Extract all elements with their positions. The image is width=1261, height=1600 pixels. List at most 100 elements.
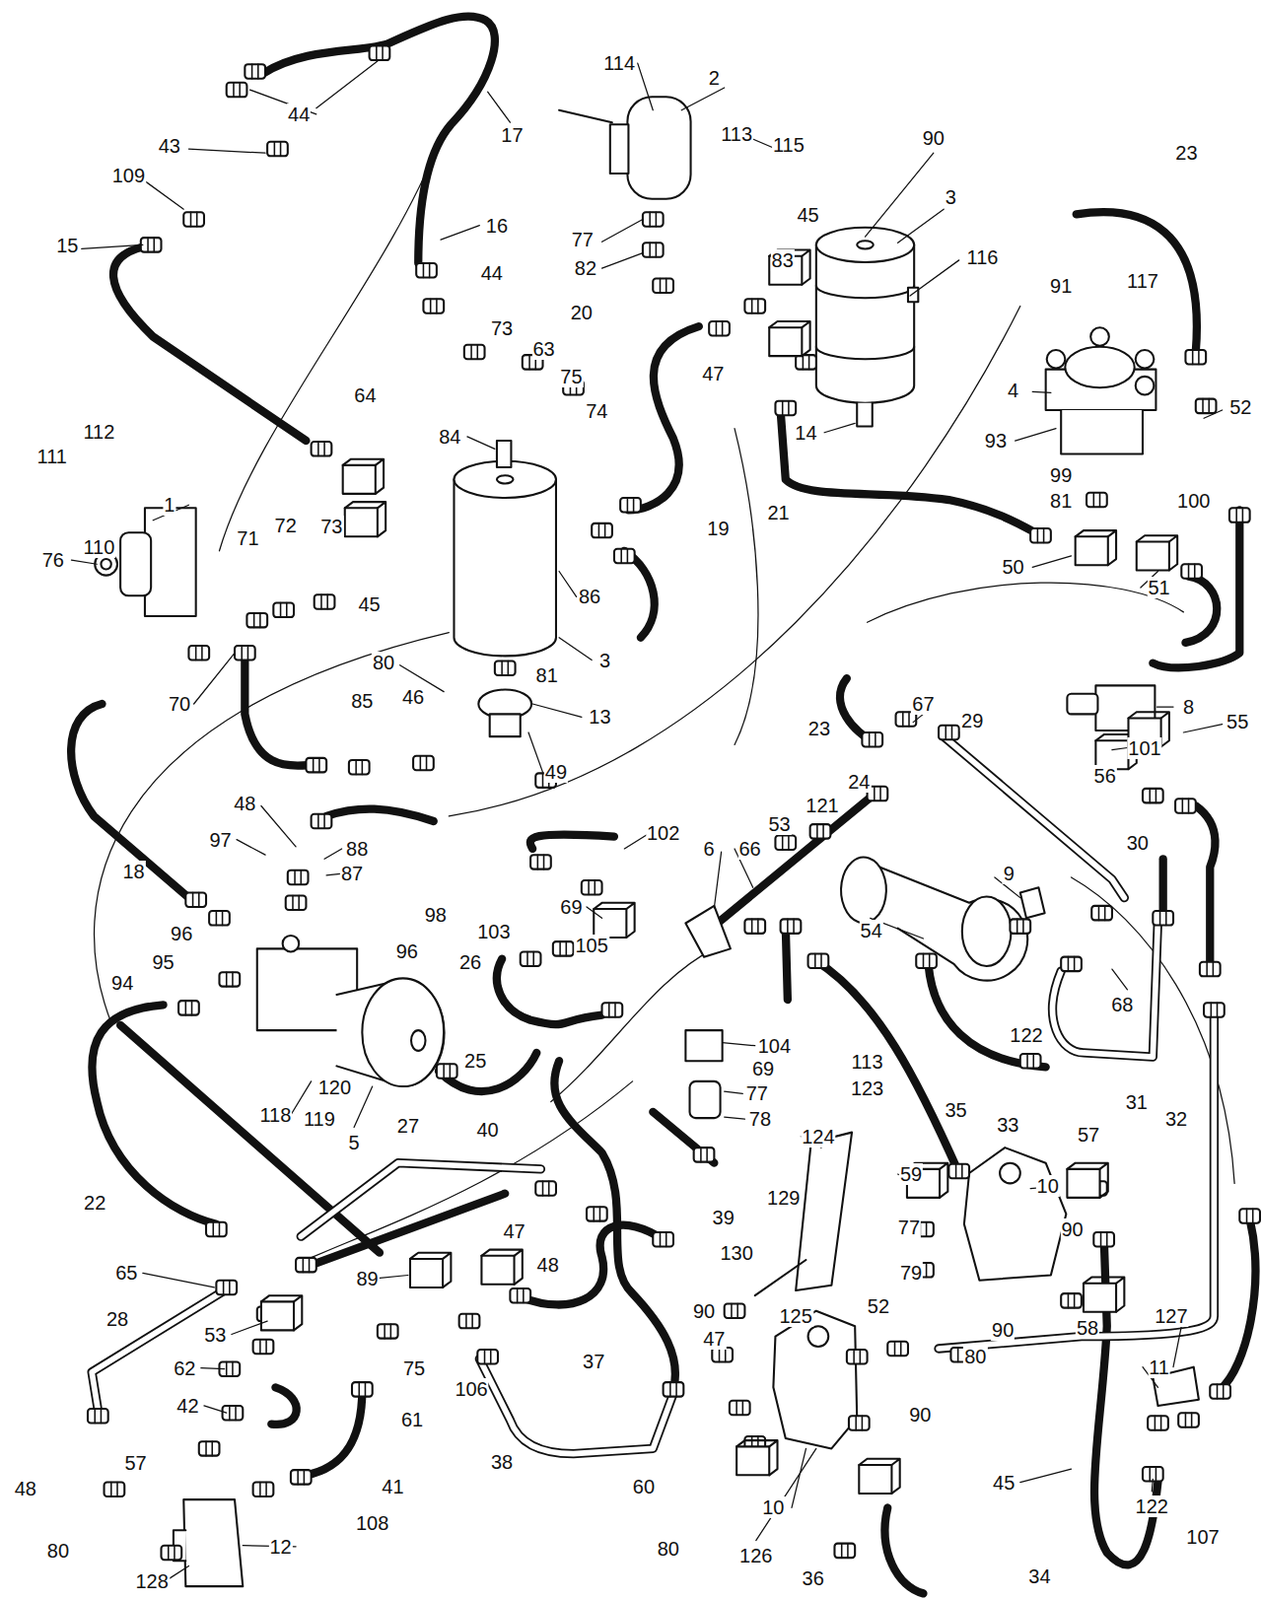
callout-number: 99 [1049,464,1073,487]
callout-number: 55 [1225,710,1250,733]
callout-number: 66 [737,838,762,860]
callout-number: 89 [354,1267,379,1290]
callout-number: 75 [559,365,583,388]
callout-number: 90 [908,1403,932,1426]
callout-number: 79 [899,1261,923,1284]
callout-number: 27 [396,1115,421,1137]
callout-number: 52 [1228,396,1253,419]
callout-number: 34 [1027,1565,1051,1588]
callout-number: 128 [134,1570,169,1593]
callout-number: 51 [1146,576,1171,599]
callout-number: 113 [850,1050,885,1073]
callout-number: 98 [423,904,448,926]
callout-number: 70 [167,693,192,715]
callout-number: 46 [401,686,425,708]
callout-number: 54 [859,919,884,942]
callout-number: 29 [960,709,984,732]
callout-number: 81 [535,664,560,687]
callout-number: 108 [354,1512,390,1535]
callout-number: 10 [1036,1175,1060,1197]
callout-number: 118 [258,1104,292,1126]
callout-number: 56 [1093,765,1118,787]
callout-number: 68 [1110,993,1134,1016]
callout-number: 91 [1049,275,1073,297]
callout-number: 28 [105,1308,130,1331]
callout-number: 64 [352,384,377,407]
callout-number: 104 [757,1035,792,1057]
callout-number: 47 [701,1328,726,1350]
callout-number: 50 [1000,556,1025,578]
callout-number: 35 [943,1099,968,1121]
callout-number: 45 [356,593,381,616]
callout-number: 38 [490,1451,514,1473]
callout-number: 15 [55,234,79,257]
callout-number: 122 [1134,1495,1170,1518]
callout-number: 83 [770,249,795,272]
callout-number: 123 [849,1077,885,1100]
callout-number: 114 [602,52,636,74]
callout-number: 47 [700,362,725,385]
callout-number: 49 [544,761,568,783]
callout-number: 71 [235,527,260,550]
callout-number: 31 [1124,1091,1149,1114]
callout-number: 93 [983,429,1008,452]
callout-number: 127 [1153,1305,1189,1328]
callout-number: 48 [536,1254,561,1276]
callout-number: 47 [501,1220,526,1243]
callout-number: 84 [437,425,462,448]
callout-number: 103 [476,920,511,943]
callout-number: 76 [41,549,66,571]
callout-number: 10 [761,1496,785,1519]
callout-number: 65 [114,1261,139,1284]
callout-number: 121 [804,794,840,817]
callout-number: 3 [598,649,612,672]
callout-number: 125 [777,1305,813,1328]
callout-number: 25 [463,1050,488,1072]
callout-number: 44 [480,262,504,284]
callout-number: 53 [203,1324,227,1346]
callout-number: 87 [340,862,364,885]
callout-number: 115 [771,134,806,156]
callout-number: 22 [82,1191,107,1214]
callout-number: 23 [807,717,832,740]
callout-number: 95 [150,951,175,974]
callout-number: 9 [1002,862,1016,885]
callout-number: 33 [995,1114,1020,1136]
callout-number: 124 [800,1125,836,1148]
callout-number: 24 [846,770,871,793]
callout-number: 90 [921,127,946,149]
callout-number: 111 [36,445,69,468]
callout-number: 39 [711,1206,736,1229]
callout-number: 130 [718,1242,754,1264]
callout-number: 119 [302,1108,337,1130]
callout-number: 52 [866,1295,891,1318]
callout-number: 6 [702,838,716,860]
callout-number: 109 [111,164,146,187]
callout-number: 126 [738,1544,773,1567]
callout-number: 48 [13,1477,38,1500]
callout-number: 74 [584,400,609,422]
callout-number: 80 [963,1345,987,1368]
callout-number: 26 [458,951,483,974]
callout-number: 75 [402,1357,426,1380]
callout-number: 60 [631,1475,656,1498]
callout-number: 102 [645,822,681,844]
callout-number: 3 [944,186,958,209]
callout-number: 2 [707,67,721,89]
callout-number: 59 [899,1163,923,1186]
callout-number: 12 [268,1536,292,1558]
callout-number: 117 [1125,270,1160,292]
callout-number: 57 [1076,1123,1101,1146]
callout-number: 40 [476,1119,500,1141]
callout-number: 48 [232,792,257,815]
callout-number: 20 [569,301,594,324]
callout-number: 43 [157,135,182,157]
callout-number: 96 [169,922,194,945]
callout-number: 80 [46,1540,71,1562]
callout-number: 17 [499,124,524,146]
callout-number: 32 [1164,1108,1189,1130]
callout-number: 61 [400,1408,424,1431]
callout-number: 30 [1125,832,1150,854]
callout-number: 45 [991,1471,1016,1494]
callout-number: 45 [795,204,820,226]
